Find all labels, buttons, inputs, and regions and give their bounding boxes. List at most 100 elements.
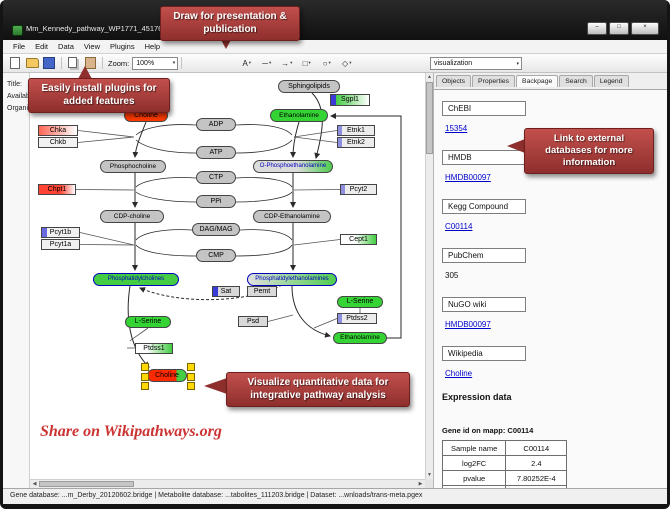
vertical-scrollbar[interactable]: ▲ ▼ [425,73,433,479]
maximize-button[interactable]: □ [609,22,629,35]
scroll-up-icon[interactable]: ▲ [427,74,432,80]
pathway-node-ptdss1[interactable]: Ptdss1 [135,343,173,354]
pathway-node-l-serine[interactable]: L-Serine [337,296,383,308]
pathway-node-choline[interactable]: Choline [147,369,187,382]
tab-objects[interactable]: Objects [436,75,472,87]
shape-tool-button[interactable]: ◇▾ [337,56,356,71]
pathway-node-etnk1[interactable]: Etnk1 [337,125,375,136]
pathway-node-ctp[interactable]: CTP [196,171,236,184]
pathway-node-sphingolipids[interactable]: Sphingolipids [278,80,340,93]
chevron-down-icon: ▾ [290,60,293,65]
pathway-node-chka[interactable]: Chka [38,125,78,136]
pathway-node-ptdss2[interactable]: Ptdss2 [337,313,377,324]
pathway-node-pcyt2[interactable]: Pcyt2 [340,184,377,195]
arrow-tool-button[interactable]: →▾ [277,56,296,71]
pathway-node-phosphocholine[interactable]: Phosphocholine [100,160,166,173]
section-value-hmdb[interactable]: HMDB00097 [445,173,491,182]
minimize-button[interactable]: – [587,22,607,35]
new-file-button[interactable] [7,56,23,71]
visualization-select[interactable]: visualization ▾ [430,57,522,70]
pathway-node-chpt1[interactable]: Chpt1 [38,184,76,195]
section-value-kegg-compound[interactable]: C00114 [445,222,473,231]
pathway-node-sgpl1[interactable]: Sgpl1 [330,94,370,106]
tab-properties[interactable]: Properties [472,75,516,87]
app-icon [12,25,23,36]
menu-item-data[interactable]: Data [58,42,74,51]
close-button[interactable]: × [631,22,659,35]
chevron-down-icon: ▾ [328,60,331,65]
table-cell: type [441,485,507,488]
pathway-node-cmp[interactable]: CMP [196,249,236,262]
share-text: Share on Wikipathways.org [40,423,222,440]
pathway-node-ppi[interactable]: PPi [196,195,236,208]
pathway-node-chkb[interactable]: Chkb [38,137,78,148]
open-button[interactable] [24,56,40,71]
pathway-node-cdp-choline[interactable]: CDP-choline [100,210,164,223]
tab-legend[interactable]: Legend [593,75,629,87]
pathway-node-ethanolamine[interactable]: Ethanolamine [270,109,328,122]
pathway-node-o-phosphoethanolamine[interactable]: O-Phosphoethanolamine [253,160,333,173]
tab-search[interactable]: Search [559,75,593,87]
menu-item-view[interactable]: View [83,42,100,51]
table-cell: pvalue [441,470,507,486]
pathway-node-pemt[interactable]: Pemt [247,286,277,297]
horizontal-scroll-thumb[interactable] [39,481,134,487]
pathway-node-ethanolamine[interactable]: Ethanolamine [333,332,387,344]
pathway-node-adp[interactable]: ADP [196,118,236,131]
pathway-node-pcyt1a[interactable]: Pcyt1a [41,239,80,250]
toolbar-separator [181,57,183,69]
window-title: Mm_Kennedy_pathway_WP1771_45176.gpml [26,24,176,33]
zoom-select[interactable]: 100% ▾ [132,56,179,70]
menu-item-file[interactable]: File [13,42,26,51]
zoom-value: 100% [136,59,155,67]
callout-draw: Draw for presentation & publication [160,6,300,41]
pathway-node-psd[interactable]: Psd [238,316,268,327]
menu-item-plugins[interactable]: Plugins [110,42,135,51]
pathway-node-cdp-ethanolamine[interactable]: CDP-Ethanolamine [253,210,331,223]
rectangle-tool-button[interactable]: □▾ [297,56,316,71]
vertical-scroll-thumb[interactable] [426,82,433,154]
menu-item-help[interactable]: Help [144,42,161,51]
horizontal-scrollbar[interactable]: ◀ ▶ [30,479,425,488]
callout-visualize: Visualize quantitative data for integrat… [226,372,410,407]
selection-handle[interactable] [141,382,149,390]
pathway-node-cept1[interactable]: Cept1 [340,234,377,245]
label-tool-button[interactable]: A▾ [237,56,256,71]
selection-handle[interactable] [141,372,149,381]
pathway-node-etnk2[interactable]: Etnk2 [337,137,375,148]
ellipse-tool-icon: ○ [322,58,328,68]
section-value-chebi[interactable]: 15354 [445,124,468,133]
pathway-node-l-serine[interactable]: L-Serine [125,316,171,328]
selection-handle[interactable] [187,382,195,390]
pathway-node-phosphatidylcholines[interactable]: Phosphatidylcholines [93,273,179,286]
section-header-kegg-compound: Kegg Compound [442,199,526,214]
section-header-chebi: ChEBI [442,101,526,116]
copy-button[interactable] [65,56,81,71]
section-value-nugo-wiki[interactable]: HMDB00097 [445,320,491,329]
tab-backpage[interactable]: Backpage [516,75,559,87]
pathway-node-phosphatidylethanolamines[interactable]: Phosphatidylethanolamines [247,273,337,286]
line-tool-button[interactable]: ─▾ [257,56,276,71]
scroll-right-icon[interactable]: ▶ [418,481,423,487]
selection-handle[interactable] [187,363,195,371]
save-button[interactable] [41,56,57,71]
section-value-wikipedia[interactable]: Choline [445,369,473,378]
menu-bar: File Edit Data View Plugins Help [3,40,667,54]
menu-item-edit[interactable]: Edit [35,42,49,51]
selection-handle[interactable] [141,363,149,371]
backpage-section-chebi: ChEBI 15354 [442,98,667,133]
pathway-node-atp[interactable]: ATP [196,146,236,159]
selection-handle[interactable] [187,372,195,381]
pathway-node-sat[interactable]: Sat [212,286,240,297]
title-bar: Mm_Kennedy_pathway_WP1771_45176.gpml – □… [3,0,667,40]
scroll-down-icon[interactable]: ▼ [427,472,432,478]
scroll-left-icon[interactable]: ◀ [32,481,37,487]
chevron-down-icon: ▾ [268,60,272,65]
pathway-node-pcyt1b[interactable]: Pcyt1b [41,227,80,238]
ellipse-tool-button[interactable]: ○▾ [317,56,336,71]
pathway-node-dag-mag[interactable]: DAG/MAG [192,223,240,236]
